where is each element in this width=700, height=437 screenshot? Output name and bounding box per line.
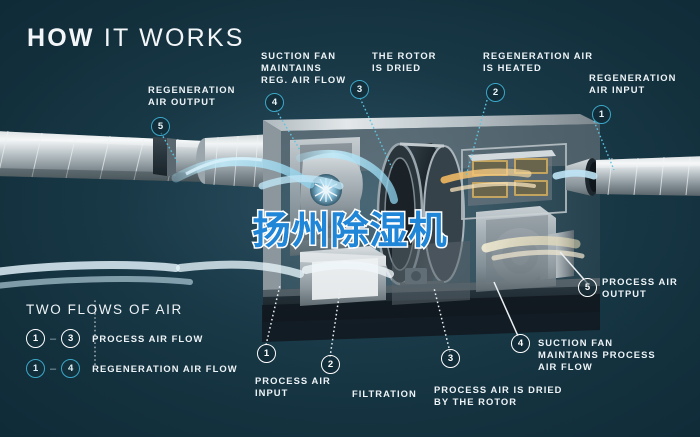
marker-regeneration-air-output[interactable]: 5	[151, 117, 170, 136]
regeneration-fan-assembly	[290, 137, 363, 256]
marker-suction-fan-reg[interactable]: 4	[265, 93, 284, 112]
callout-process-air-dried-label: PROCESS AIR IS DRIED BY THE ROTOR	[434, 384, 563, 408]
page-title: HOW IT WORKS	[27, 24, 245, 53]
callout-process-air-input-label: PROCESS AIR INPUT	[255, 375, 331, 399]
marker-process-air-dried[interactable]: 3	[441, 349, 460, 368]
marker-regeneration-air-input[interactable]: 1	[592, 105, 611, 124]
watermark-text: 扬州除湿机	[252, 208, 448, 253]
airflow-ribbons-regeneration	[171, 149, 598, 204]
page-title-rest: IT WORKS	[94, 24, 245, 52]
legend-marker-to-regeneration: 4	[61, 359, 81, 378]
callout-process-air-output-label: PROCESS AIR OUTPUT	[602, 276, 678, 300]
page-title-bold: HOW	[27, 24, 95, 52]
marker-filtration[interactable]: 2	[321, 355, 340, 374]
regeneration-outlet	[566, 156, 700, 196]
leader-3-regen	[359, 97, 393, 169]
callout-filtration-label: FILTRATION	[352, 388, 417, 399]
legend-row-regeneration: 1 – 4 REGENERATION AIR FLOW	[26, 359, 238, 378]
marker-process-air-input[interactable]: 1	[257, 344, 276, 363]
legend: TWO FLOWS OF AIR 1 – 3 PROCESS AIR FLOW …	[26, 302, 238, 389]
callout-suction-fan-reg-label: SUCTION FAN MAINTAINS REG. AIR FLOW	[261, 50, 347, 86]
watermark-text-stroke: 扬州除湿机	[251, 207, 448, 254]
legend-dash-regeneration: –	[50, 362, 57, 375]
legend-title: TWO FLOWS OF AIR	[26, 302, 183, 317]
callout-suction-fan-process-label: SUCTION FAN MAINTAINS PROCESS AIR FLOW	[538, 337, 656, 373]
leader-3-process	[433, 287, 451, 353]
legend-label-process: PROCESS AIR FLOW	[92, 333, 204, 344]
legend-marker-from-regeneration: 1	[26, 359, 45, 378]
legend-row-process: 1 – 3 PROCESS AIR FLOW	[26, 329, 238, 348]
callout-rotor-is-dried-label: THE ROTOR IS DRIED	[372, 50, 437, 74]
legend-dash-process: –	[50, 332, 57, 345]
callout-regeneration-air-heated-label: REGENERATION AIR IS HEATED	[483, 50, 594, 74]
legend-marker-from-process: 1	[26, 329, 45, 348]
leader-2-process	[329, 289, 341, 358]
leader-4-process	[493, 281, 519, 337]
callout-regeneration-air-input-label: REGENERATION AIR INPUT	[589, 72, 677, 96]
left-spiral-duct	[0, 130, 205, 182]
callout-regeneration-air-output-label: REGENERATION AIR OUTPUT	[148, 84, 236, 108]
leader-1-process	[265, 284, 281, 346]
leader-5-regen	[160, 132, 179, 164]
leader-2-regen	[465, 99, 488, 177]
leader-1-regen	[593, 120, 615, 171]
marker-regeneration-air-heated[interactable]: 2	[486, 83, 505, 102]
marker-rotor-is-dried[interactable]: 3	[350, 80, 369, 99]
legend-marker-to-process: 3	[61, 329, 81, 348]
marker-process-air-output[interactable]: 5	[578, 278, 597, 297]
marker-suction-fan-process[interactable]: 4	[511, 334, 530, 353]
legend-label-regeneration: REGENERATION AIR FLOW	[92, 363, 238, 374]
airflow-ribbons-process	[0, 236, 585, 289]
